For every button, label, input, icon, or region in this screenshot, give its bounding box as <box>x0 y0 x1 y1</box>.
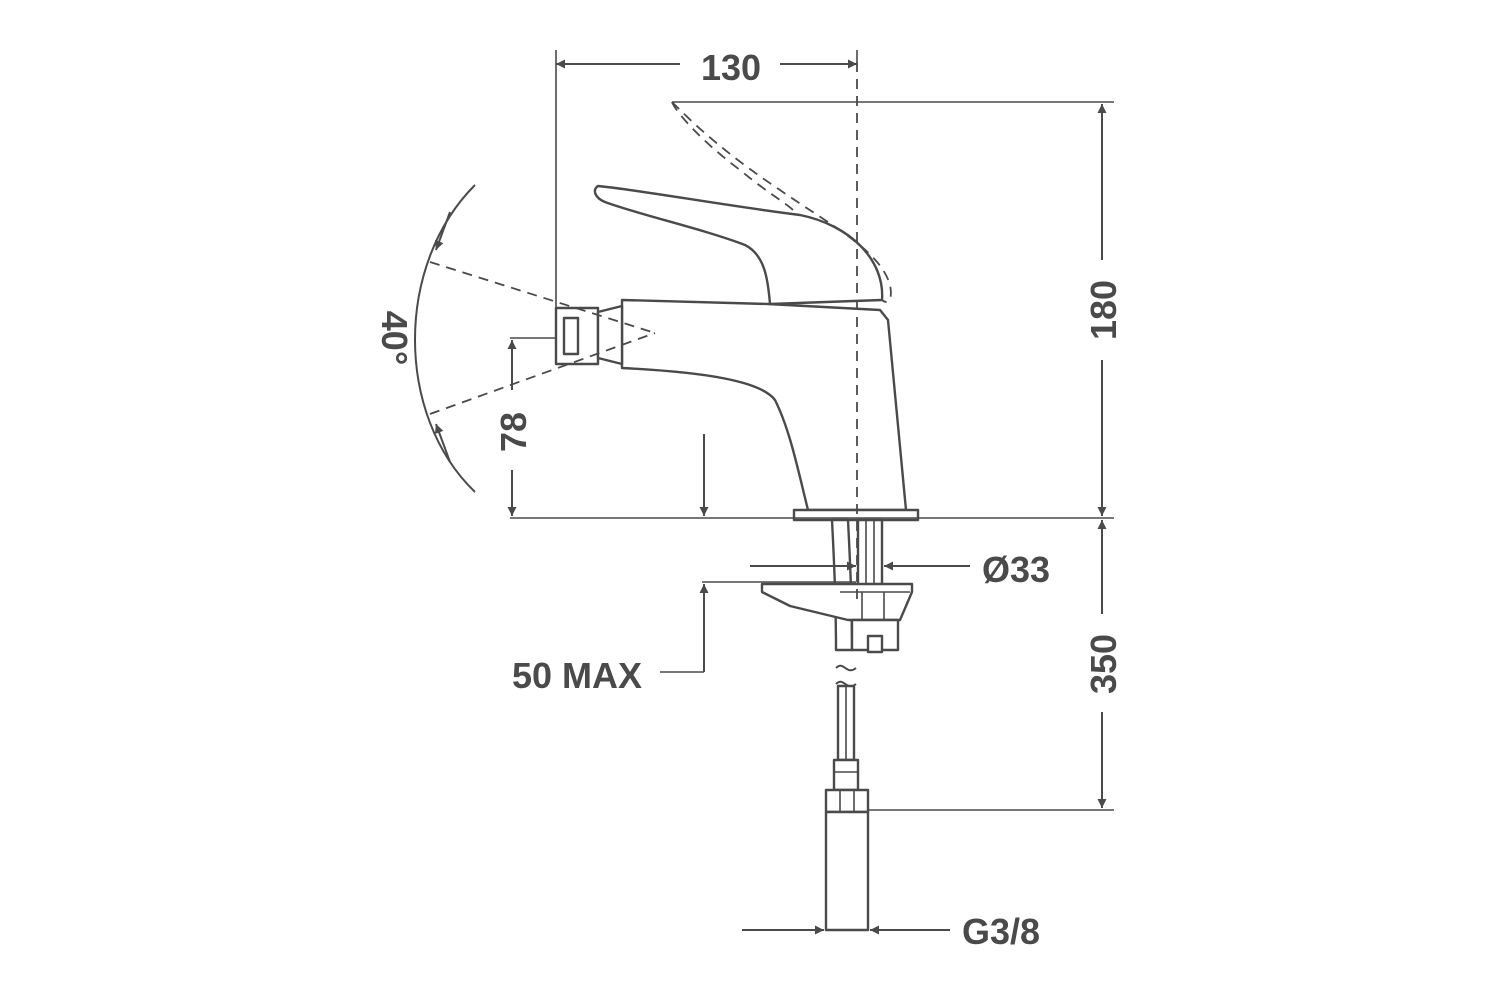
faucet-body <box>554 101 920 522</box>
base-plate <box>792 508 920 522</box>
width-dimension: 130 <box>555 47 858 308</box>
thread-label: G3/8 <box>962 911 1040 952</box>
max-thickness-dimension: 50 MAX <box>512 434 856 696</box>
spout-body <box>620 298 908 512</box>
hose-length-dimension: 350 <box>868 520 1124 811</box>
thread-dimension: G3/8 <box>742 911 1040 952</box>
max-thickness-label: 50 MAX <box>512 655 642 696</box>
hose-hex-nut <box>824 788 870 814</box>
lever-raised-outline <box>671 101 892 303</box>
width-label: 130 <box>701 47 761 88</box>
outlet-height-dimension: 78 <box>493 337 556 516</box>
mounting-hardware <box>760 518 914 932</box>
diameter-dimension: Ø33 <box>750 549 1050 590</box>
angle-label: 40° <box>374 311 415 365</box>
outlet-height-label: 78 <box>493 412 534 452</box>
height-label: 180 <box>1083 280 1124 340</box>
hose-connector-pipe <box>824 810 870 932</box>
diameter-label: Ø33 <box>982 549 1050 590</box>
hose-length-label: 350 <box>1083 634 1124 694</box>
spray-angle-dimension: 40° <box>374 184 656 493</box>
lever-handle <box>593 184 884 306</box>
height-dimension: 180 <box>672 101 1124 516</box>
fixing-clamp <box>760 582 914 622</box>
